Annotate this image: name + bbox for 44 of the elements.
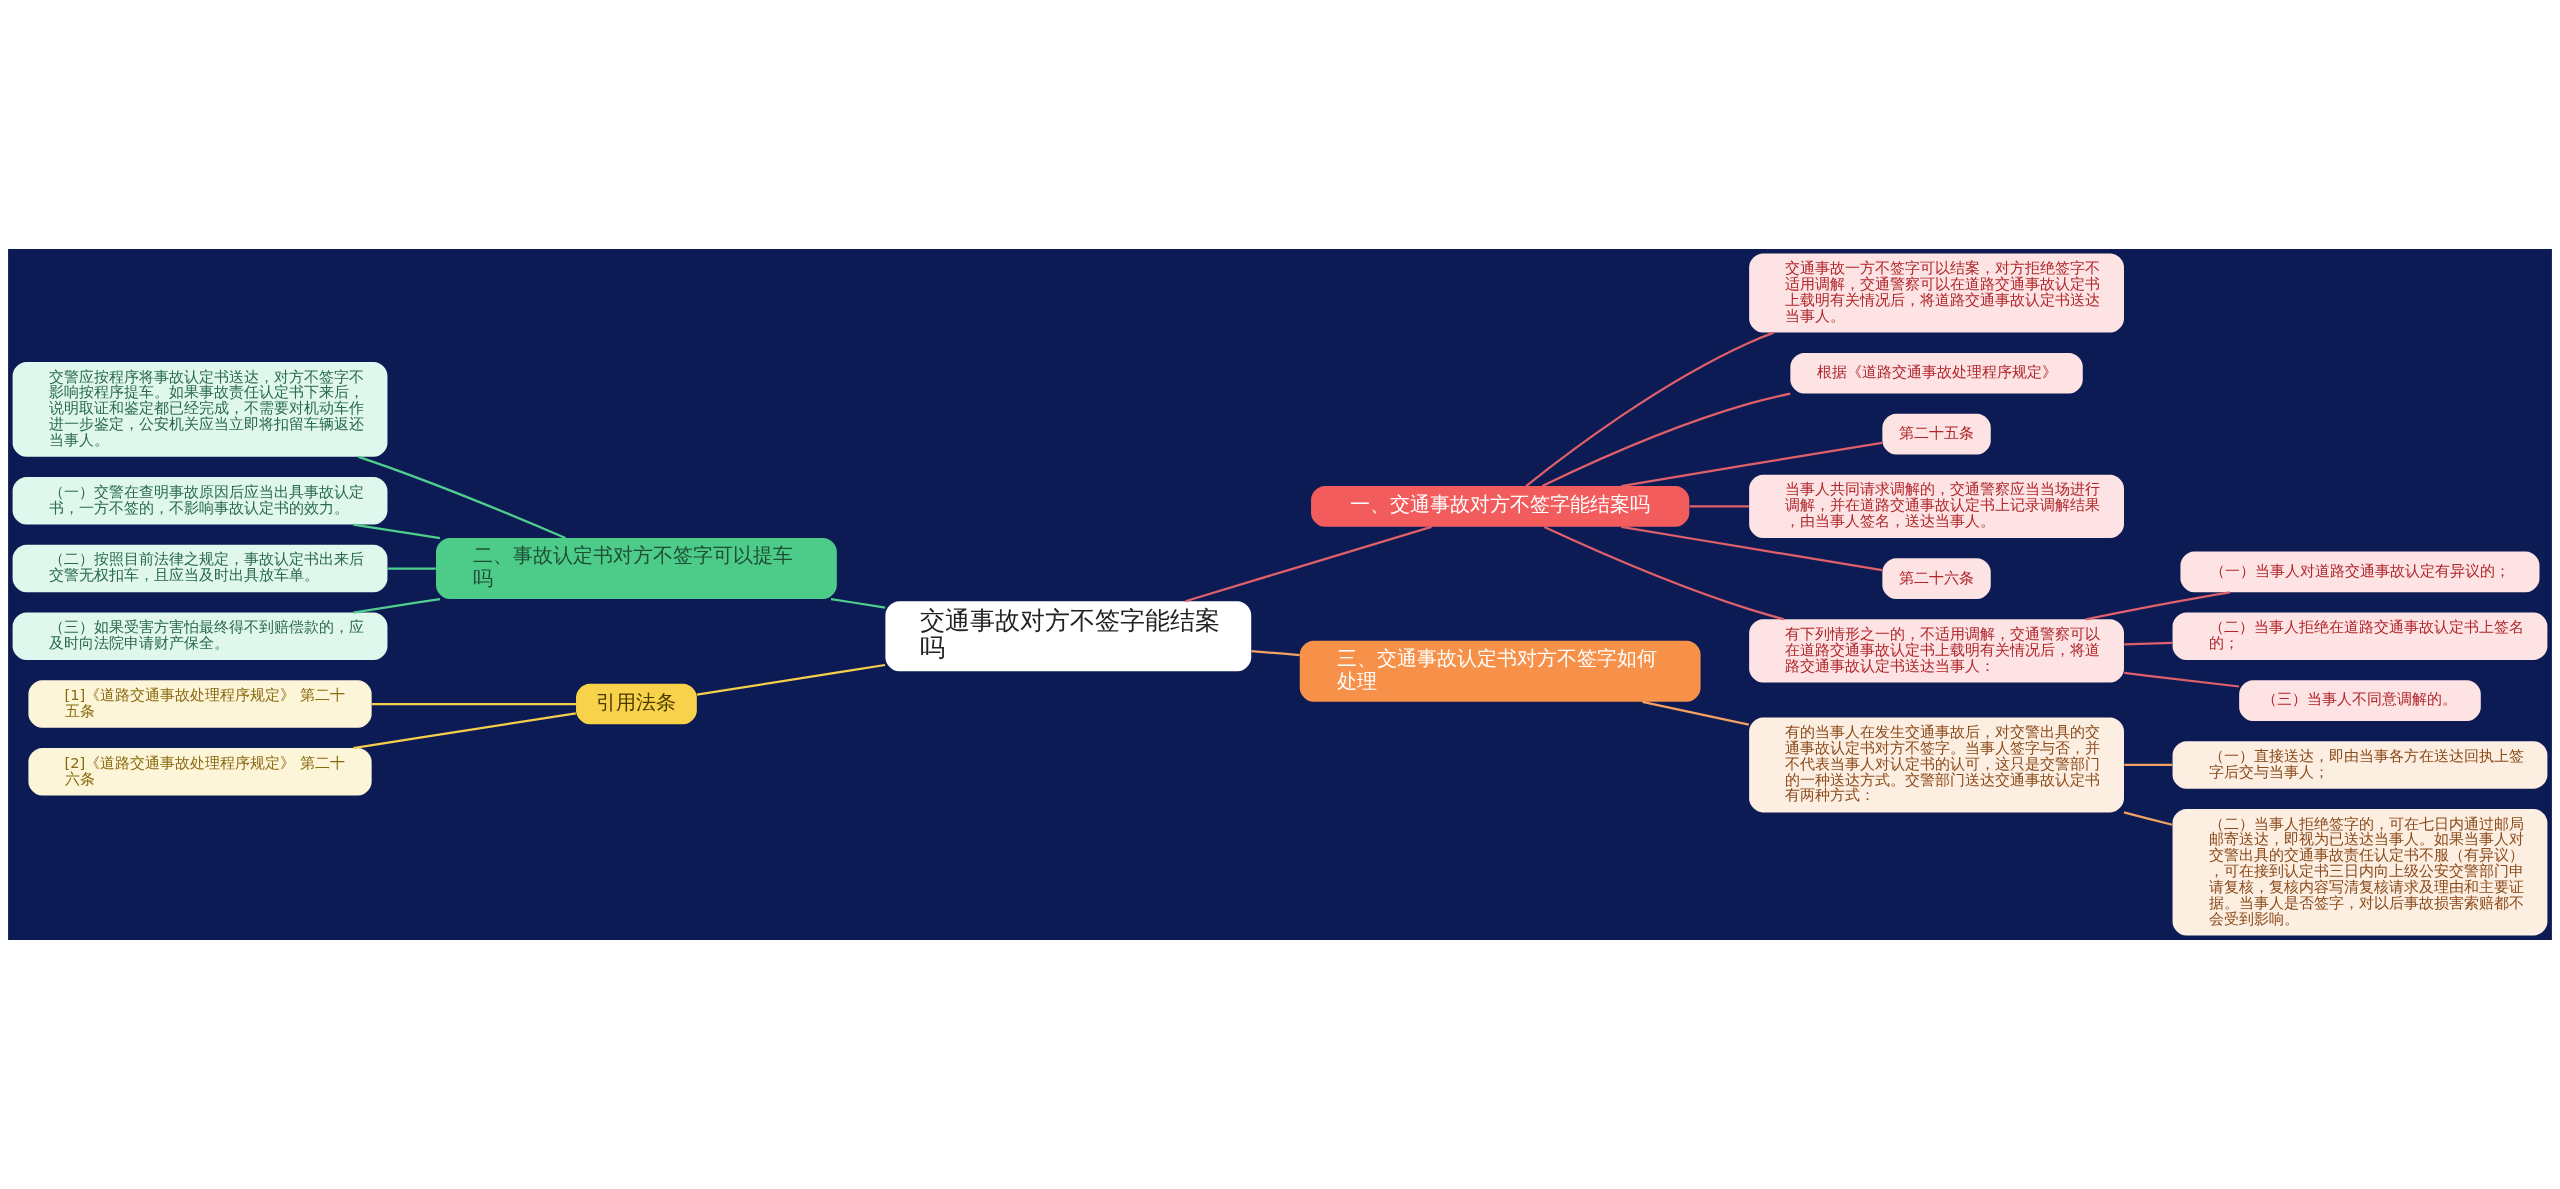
connector [1251,649,1300,657]
connector [696,663,886,696]
connector [387,567,436,570]
connector [2123,811,2173,826]
node-box: （二）按照目前法律之规定，事故认定书出来后交警无权扣车，且应当及时出具放车单。 [12,544,388,593]
node-box: （一）直接送达，即由当事各方在送达回执上签字后交与当事人； [2172,741,2548,789]
connector [1689,505,1749,508]
connector [1525,331,1775,487]
connector [1185,525,1432,603]
connector [1621,441,1883,488]
node-box: 交通事故对方不签字能结案吗 [885,601,1252,672]
connector [353,597,441,614]
node-box: （二）当事人拒绝在道路交通事故认定书上签名的； [2172,612,2548,660]
node-box: 根据《道路交通事故处理程序规定》 [1790,352,2083,394]
node-box: 当事人共同请求调解的，交通警察应当当场进行调解，并在道路交通事故认定书上记录调解结果，由当事人签名，送达当事人。 [1749,474,2124,539]
node-box: 第二十五条 [1882,413,1991,455]
connector [2124,641,2173,646]
node-box: 交警应按程序将事故认定书送达，对方不签字不影响按程序提车。如果事故责任认定书下来后，说明取证和鉴定都已经完成，不需要对机动车作进一步鉴定，公安机关应当立即将扣留车辆返还当事人。 [12,361,388,457]
connector [1543,525,1785,621]
node-box: 第二十六条 [1882,558,1991,599]
node-box: 交通事故一方不签字可以结案，对方拒绝签字不适用调解，交通警察可以在道路交通事故认定书上载明有关情况后，将道路交通事故认定书送达当事人。 [1749,253,2124,333]
connector [353,712,576,750]
node-box: （一）交警在查明事故原因后应当出具事故认定书，一方不签的，不影响事故认定书的效力。 [12,477,388,525]
node-box: 有下列情形之一的，不适用调解，交通警察可以在道路交通事故认定书上载明有关情况后，将道路交通事故认定书送达当事人： [1749,619,2124,683]
node-box: 引用法条 [576,683,697,725]
connector [1541,392,1791,487]
connector [830,597,886,609]
node-box: （一）当事人对道路交通事故认定有异议的； [2180,551,2540,593]
node-box: 二、事故认定书对方不签字可以提车吗 [436,538,837,599]
node-box: （二）当事人拒绝签字的，可在七日内通过邮局邮寄送达，即视为已送达当事人。如果当事人对交警出具的交通事故责任认定书不服（有异议），可在接到认定书三日内向上级公安交警部门申请复核，复核内容写清复核请求及理由和主要证据。当事人是否签字，对以后事故损害索赔都不会受到影响。 [2172,809,2548,936]
node-box: （三）当事人不同意调解的。 [2239,680,2481,721]
node-box: 有的当事人在发生交通事故后，对交警出具的交通事故认定书对方不签字。当事人签字与否，并不代表当事人对认定书的认可，这只是交警部门的一种送达方式。交警部门送达交通事故认定书有两种方式： [1749,717,2124,813]
connector [371,702,576,706]
connector [1621,525,1883,572]
node-box: 一、交通事故对方不签字能结案吗 [1311,486,1690,527]
connector [353,523,441,540]
connector [2124,671,2240,688]
node-box: 三、交通事故认定书对方不签字如何处理 [1299,640,1701,702]
node-box: （三）如果受害方害怕最终得不到赔偿款的，应及时向法院申请财产保全。 [12,612,388,660]
connector [2124,763,2173,767]
node-box: [1]《道路交通事故处理程序规定》 第二十五条 [28,680,372,728]
node-box: [2]《道路交通事故处理程序规定》 第二十六条 [28,748,372,796]
connector [358,455,566,539]
connector [1642,700,1750,726]
